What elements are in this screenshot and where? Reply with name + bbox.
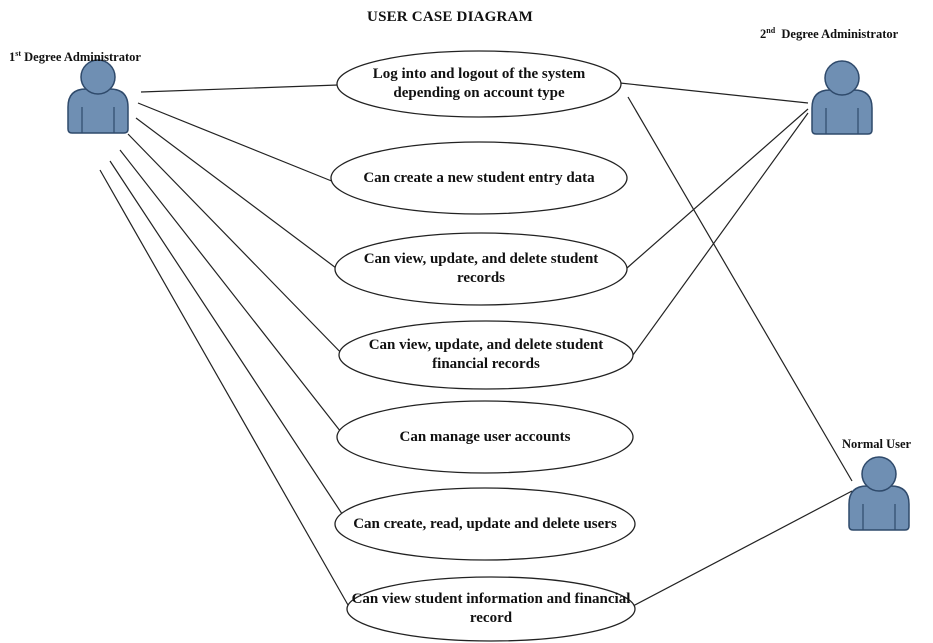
- actor-icon-admin1: [67, 59, 129, 134]
- actor-label-admin1: 1st Degree Administrator: [9, 48, 141, 65]
- use-case-create-student-entry: Can create a new student entry data: [363, 169, 595, 186]
- use-case-ellipse-uc1: [336, 50, 622, 118]
- actor-label-admin2-suffix: nd: [766, 25, 776, 35]
- association-line-admin2-uc3: [626, 108, 809, 269]
- actor-label-admin1-ordinal: 1: [9, 50, 16, 64]
- use-case-ellipse-uc7: [346, 576, 636, 642]
- association-line-admin1-uc6: [109, 160, 351, 527]
- association-line-admin2-uc4: [632, 112, 809, 356]
- association-line-admin2-uc1: [619, 82, 809, 104]
- actor-head-normal: [861, 456, 897, 492]
- association-line-admin1-uc4: [127, 133, 349, 361]
- use-case-ellipse-uc2: [330, 141, 628, 215]
- use-case-student-records: Can view, update, and delete student rec…: [363, 251, 599, 286]
- use-case-ellipse-uc6: [334, 487, 636, 561]
- use-case-ellipses: [330, 50, 636, 642]
- actor-label-normal: Normal User: [842, 437, 912, 451]
- diagram-title: USER CASE DIAGRAM: [367, 9, 533, 25]
- use-case-financial-records: Can view, update, and delete student fin…: [368, 337, 604, 372]
- use-case-manage-accounts: Can manage user accounts: [399, 428, 571, 445]
- use-case-ellipse-uc4: [338, 320, 634, 390]
- actor-body-admin2: [811, 89, 873, 135]
- actor-label-admin1-text: Degree Administrator: [21, 50, 141, 64]
- actor-label-admin2: 2nd Degree Administrator: [760, 25, 899, 42]
- actor-body-normal: [848, 485, 910, 531]
- association-line-normal-uc1: [627, 96, 853, 482]
- actor-head-admin2: [824, 60, 860, 96]
- actor-head-admin1: [80, 59, 116, 95]
- actor-label-admin2-ordinal: 2: [760, 27, 767, 41]
- actor-label-admin2-text: Degree Administrator: [775, 27, 899, 41]
- use-case-ellipse-uc5: [336, 400, 634, 474]
- actor-body-admin1: [67, 88, 129, 134]
- association-line-admin1-uc7: [99, 169, 349, 606]
- association-line-admin1-uc1: [140, 84, 339, 93]
- actor-figures: [67, 59, 910, 531]
- association-lines: [99, 82, 853, 607]
- association-line-admin1-uc2: [137, 102, 340, 185]
- use-case-login-logout: Log into and logout of the system depend…: [372, 66, 586, 101]
- association-line-admin1-uc5: [119, 149, 349, 442]
- association-line-normal-uc7: [632, 490, 853, 607]
- actor-icon-normal: [848, 456, 910, 531]
- association-line-admin1-uc3: [135, 117, 345, 275]
- actor-label-admin1-suffix: st: [15, 48, 22, 58]
- use-case-crud-users: Can create, read, update and delete user…: [353, 515, 617, 532]
- actor-icon-admin2: [811, 60, 873, 135]
- use-case-ellipse-uc3: [334, 232, 628, 306]
- use-case-view-info: Can view student information and financi…: [351, 591, 631, 626]
